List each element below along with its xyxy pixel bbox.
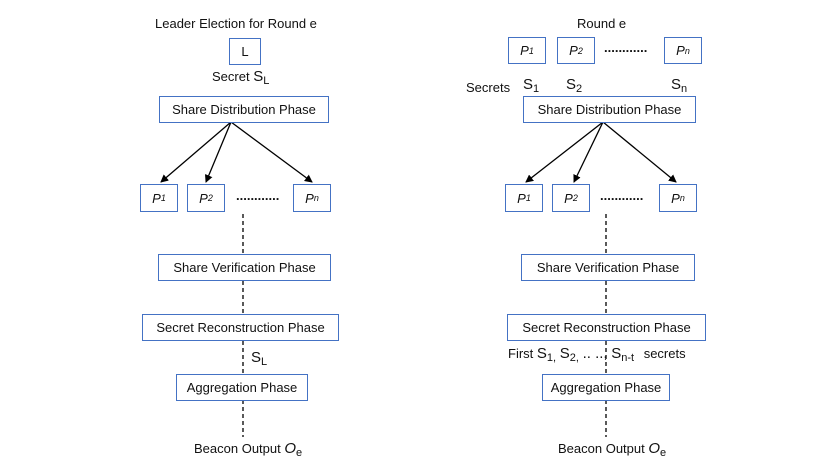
right-share-verification-label: Share Verification Phase [536, 260, 680, 275]
right-share-verification-box: Share Verification Phase [521, 254, 695, 281]
arrow-left-to-p2 [205, 121, 232, 183]
arrow-right-to-p2 [573, 121, 604, 183]
right-share-distribution-label: Share Distribution Phase [537, 102, 682, 117]
arrow-right-to-pn [602, 121, 677, 183]
right-first-secrets: First S1, S2, .. .., Sn-t secrets [508, 345, 686, 364]
right-beacon-output: Beacon Output Oe [558, 440, 667, 459]
left-share-verification-label: Share Verification Phase [173, 260, 316, 275]
right-share-distribution-box: Share Distribution Phase [523, 96, 696, 123]
arrow-right-to-p1 [525, 121, 604, 183]
left-secret-label: Secret SL [212, 68, 270, 87]
right-secrets-label: Secrets [466, 80, 511, 95]
left-secret-reconstruction-label: Secret Reconstruction Phase [156, 320, 325, 335]
left-share-distribution-box: Share Distribution Phase [159, 96, 329, 123]
right-title: Round e [577, 16, 627, 31]
right-secret-sn: Sn [671, 76, 688, 95]
leader-box-label: L [241, 44, 249, 59]
arrow-left-to-p1 [160, 121, 232, 183]
right-node-dots: ............ [600, 188, 644, 203]
left-beacon-output: Beacon Output Oe [194, 440, 303, 459]
left-aggregation-box: Aggregation Phase [176, 374, 308, 401]
secret-text: Secret [212, 69, 250, 84]
left-secret-reconstruction-box: Secret Reconstruction Phase [142, 314, 339, 341]
right-secret-reconstruction-box: Secret Reconstruction Phase [507, 314, 706, 341]
right-top-dots: ............ [604, 40, 648, 55]
left-share-verification-box: Share Verification Phase [158, 254, 331, 281]
right-secret-s2: S2 [566, 76, 583, 95]
left-share-distribution-label: Share Distribution Phase [172, 102, 316, 117]
left-node-dots: ............ [236, 188, 280, 203]
secret-symbol: SL [253, 68, 270, 87]
arrow-left-to-pn [230, 121, 313, 183]
left-aggregation-label: Aggregation Phase [186, 380, 298, 395]
right-beacon-symbol: Oe [648, 440, 667, 459]
right-aggregation-label: Aggregation Phase [550, 380, 662, 395]
left-recon-output: SL [251, 349, 268, 368]
right-secret-reconstruction-label: Secret Reconstruction Phase [522, 320, 691, 335]
leader-box: L [229, 38, 261, 65]
right-aggregation-box: Aggregation Phase [542, 374, 670, 401]
right-secret-s1: S1 [523, 76, 540, 95]
left-title: Leader Election for Round e [155, 16, 317, 31]
left-beacon-symbol: Oe [284, 440, 303, 459]
